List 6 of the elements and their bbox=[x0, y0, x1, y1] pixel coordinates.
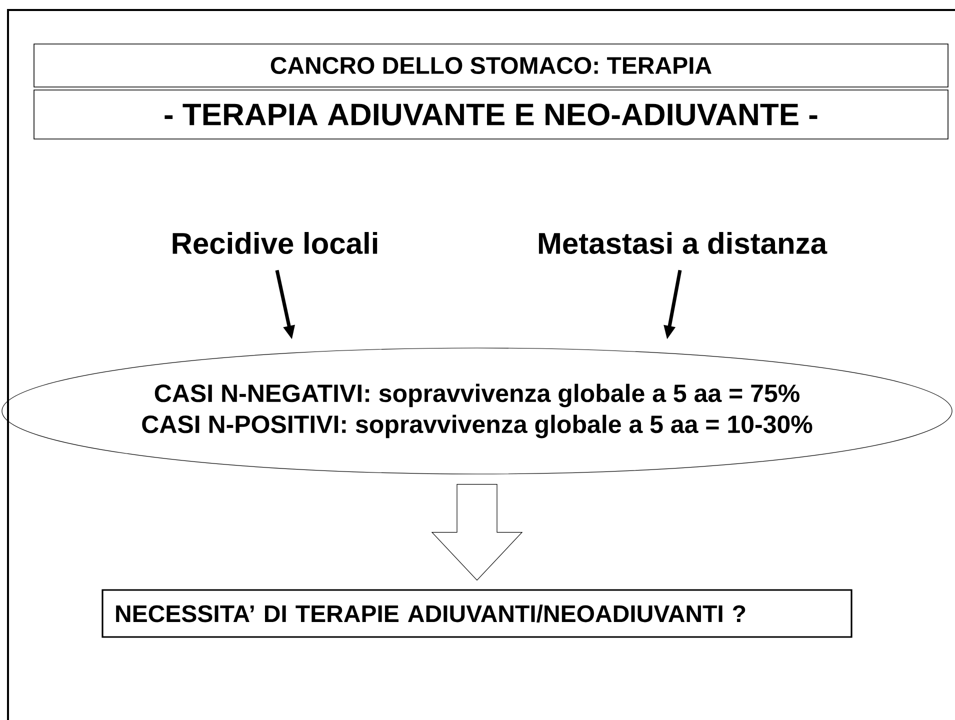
cause-label: Metastasi a distanza bbox=[538, 232, 828, 254]
block-arrow bbox=[431, 484, 523, 581]
cause-label: Recidive locali bbox=[172, 232, 378, 254]
subtitle-box: - TERAPIA ADIUVANTE E NEO-ADIUVANTE - bbox=[34, 90, 948, 140]
question-box: NECESSITA’ DI TERAPIE ADIUVANTI/NEOADIUVANTI ? bbox=[102, 589, 852, 638]
heading-box: CANCRO DELLO STOMACO: TERAPIA bbox=[34, 44, 948, 88]
